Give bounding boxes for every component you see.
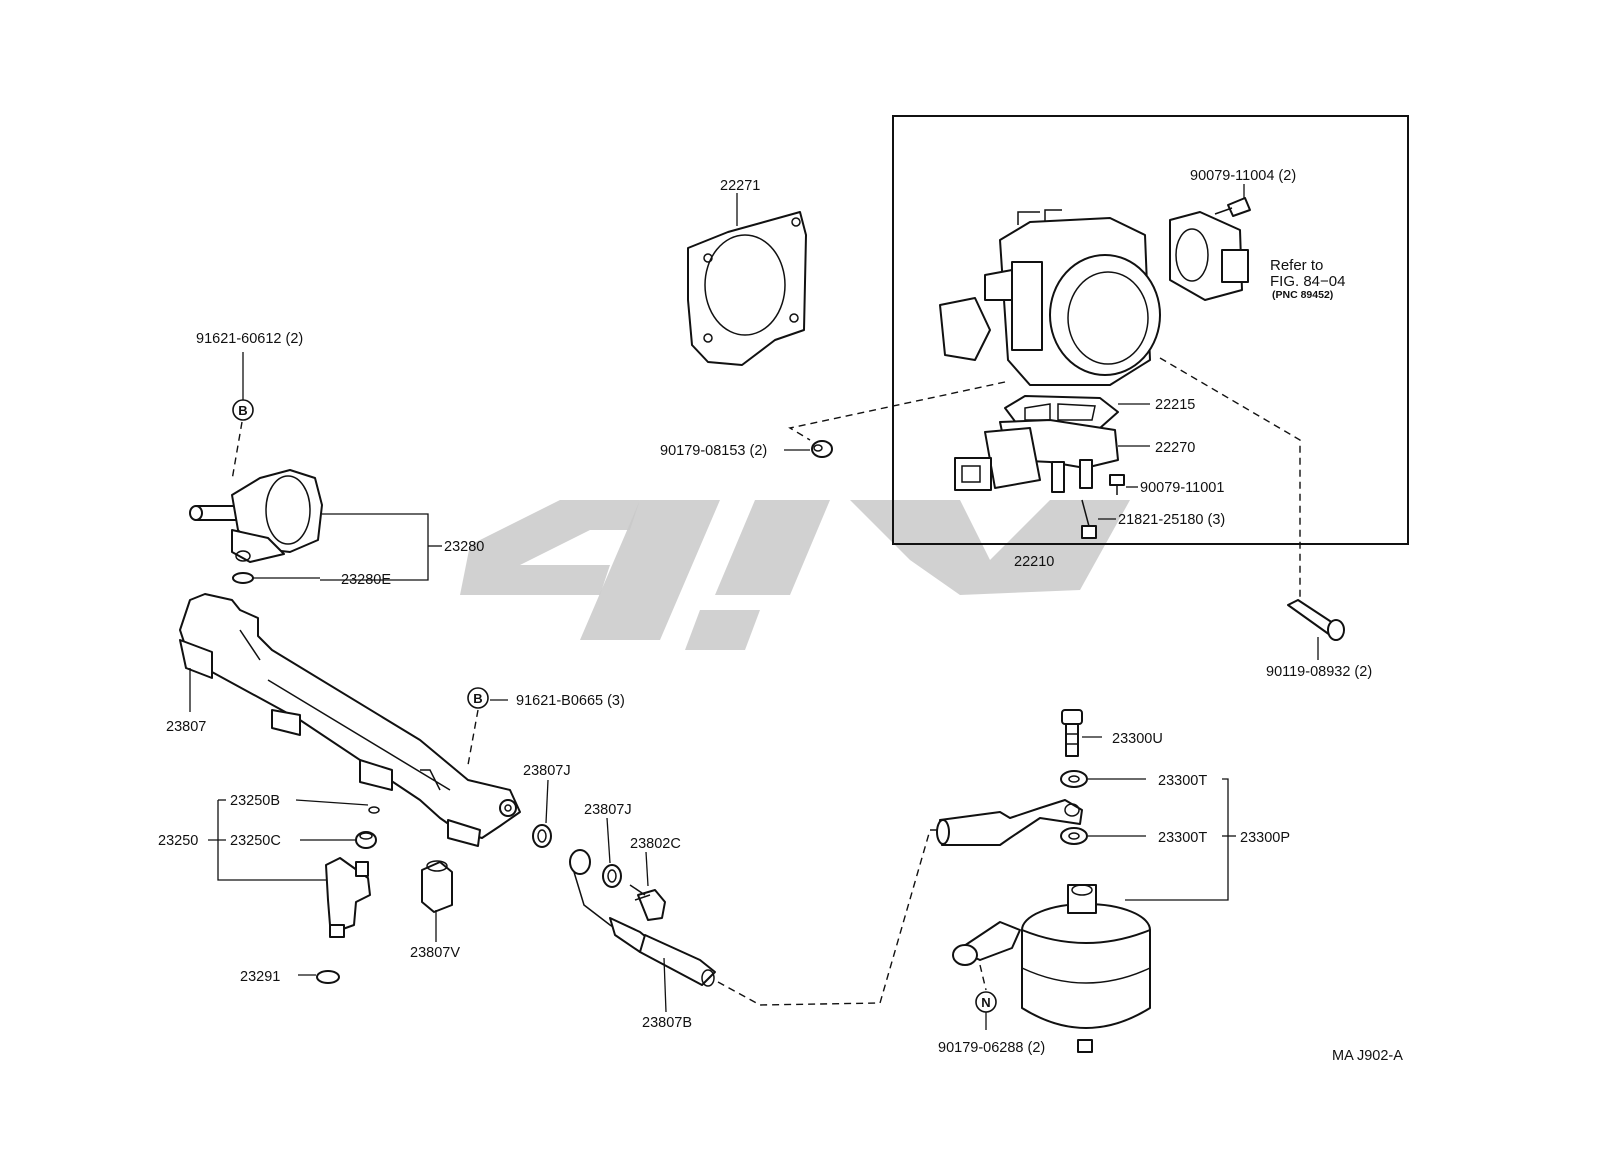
label-23250: 23250 (158, 833, 198, 849)
label-23300T-a: 23300T (1158, 773, 1207, 789)
gasket-23807J-b (602, 864, 622, 888)
fuel-injector-23250 (325, 857, 371, 938)
refer-line-2: FIG. 84−04 (1270, 273, 1345, 290)
throttle-body-group-box (892, 115, 1409, 545)
fuel-line-23300P (936, 799, 1083, 846)
pulsation-damper-23807V (421, 860, 453, 913)
dash-line-90179-08153 (788, 381, 1006, 441)
label-23807B: 23807B (642, 1015, 692, 1031)
screw-90079-11004 (1214, 197, 1251, 217)
refer-line-3: (PNC 89452) (1272, 289, 1333, 301)
label-23807: 23807 (166, 719, 206, 735)
label-90179-06288: 90179-06288 (2) (938, 1040, 1045, 1056)
pressure-regulator-23280 (189, 469, 323, 563)
dash-line-90119-08932 (1159, 357, 1301, 600)
label-22270: 22270 (1155, 440, 1195, 456)
label-23300U: 23300U (1112, 731, 1163, 747)
label-23250B: 23250B (230, 793, 280, 809)
refer-line-1: Refer to (1270, 257, 1323, 274)
gasket-23300T-b (1060, 827, 1088, 845)
fuel-filter-23300P (952, 884, 1151, 1053)
label-23300T-b: 23300T (1158, 830, 1207, 846)
insulator-23250C (355, 831, 377, 849)
label-23280: 23280 (444, 539, 484, 555)
screw-90079-11001 (1109, 474, 1125, 495)
throttle-body (939, 209, 1161, 386)
fuel-hose-23807B (569, 849, 716, 987)
marker-b-rail: B (467, 687, 489, 709)
o-ring-23280E (232, 572, 254, 584)
watermark-logo (460, 500, 1130, 650)
label-22271: 22271 (720, 178, 760, 194)
marker-b-top: B (232, 399, 254, 421)
marker-n: N (975, 991, 997, 1013)
throttle-position-sensor (1169, 211, 1249, 301)
label-91621-60612: 91621-60612 (2) (196, 331, 303, 347)
svg-text:N: N (981, 995, 990, 1010)
label-21821-25180: 21821-25180 (3) (1118, 512, 1225, 528)
gasket-22271 (687, 211, 807, 366)
gasket-23807J-a (532, 824, 552, 848)
label-90079-11004: 90079-11004 (2) (1190, 168, 1296, 184)
svg-text:B: B (473, 691, 482, 706)
label-23807J-b: 23807J (584, 802, 632, 818)
label-23807J-a: 23807J (523, 763, 571, 779)
nut-90179-08153 (811, 440, 833, 458)
label-91621-B0665: 91621-B0665 (3) (516, 693, 625, 709)
label-23300P: 23300P (1240, 830, 1290, 846)
label-90079-11001: 90079-11001 (1140, 480, 1224, 496)
label-90179-08153: 90179-08153 (2) (660, 443, 767, 459)
label-22215: 22215 (1155, 397, 1195, 413)
o-ring-23291 (316, 970, 340, 984)
injector-seal-23250B (368, 806, 380, 814)
label-23291: 23291 (240, 969, 280, 985)
label-22210: 22210 (1014, 554, 1054, 570)
label-23250C: 23250C (230, 833, 281, 849)
label-23802C: 23802C (630, 836, 681, 852)
label-23807V: 23807V (410, 945, 460, 961)
union-bolt-23300U (1061, 709, 1083, 757)
figure-code: MA J902-A (1332, 1048, 1403, 1064)
fuel-delivery-pipe-23807 (179, 593, 521, 847)
gasket-23300T-a (1060, 770, 1088, 788)
dash-line-hose (717, 829, 946, 1006)
union-bolt-23802C (629, 884, 666, 921)
svg-text:B: B (238, 403, 247, 418)
idle-speed-control-valve (954, 419, 1119, 493)
bolt-21821-25180 (1081, 499, 1097, 539)
label-23280E: 23280E (341, 572, 391, 588)
bolt-90119-08932 (1287, 599, 1345, 641)
label-90119-08932: 90119-08932 (2) (1266, 664, 1372, 680)
